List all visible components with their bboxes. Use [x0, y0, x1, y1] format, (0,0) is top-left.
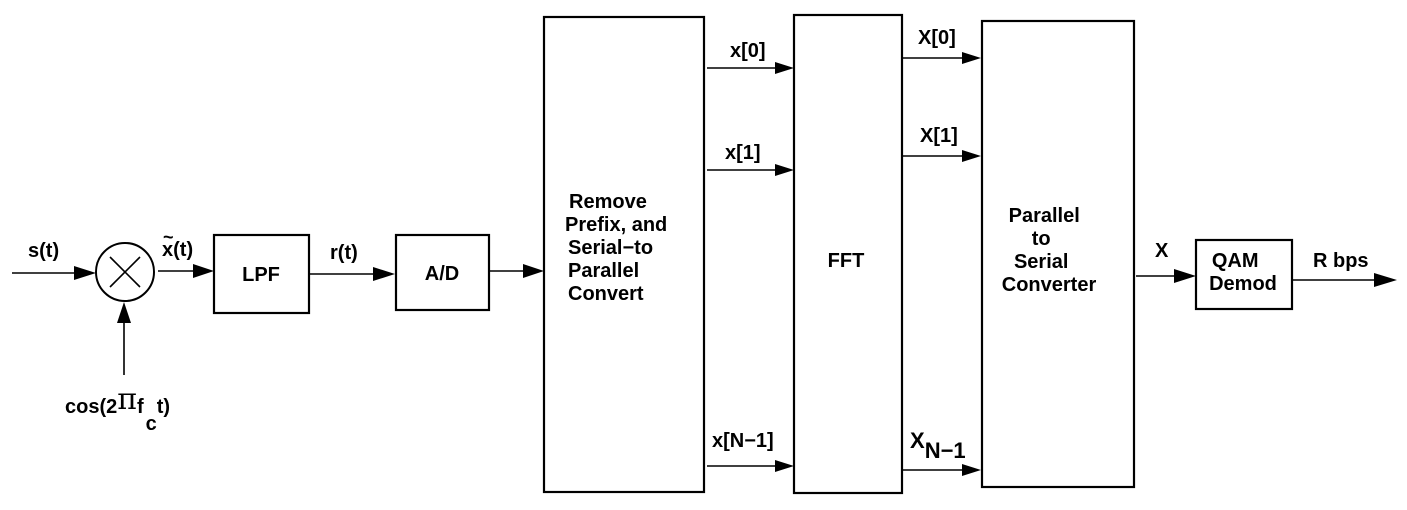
label-x0: x[0]	[730, 40, 766, 62]
qam-demod-block: QAM Demod	[1194, 238, 1294, 311]
x0-arrow	[707, 62, 794, 74]
lpf-label: LPF	[242, 264, 280, 286]
XN1-arrow	[902, 464, 981, 476]
output-arrow	[1292, 273, 1397, 287]
lpf-to-adc-arrow	[310, 267, 395, 281]
tilde-accent: ~	[163, 227, 174, 247]
carrier-suffix: t)	[157, 396, 170, 418]
adc-block: A/D	[394, 233, 491, 312]
fft-block: FFT	[792, 13, 904, 495]
qam-label: QAM Demod	[1209, 250, 1277, 295]
X1-arrow	[902, 150, 981, 162]
lpf-block: LPF	[212, 233, 311, 315]
fft-label: FFT	[828, 250, 865, 272]
ps-to-qam-arrow	[1136, 269, 1196, 283]
adc-to-sp-arrow	[490, 264, 544, 278]
xN1-arrow	[707, 460, 794, 472]
label-r-bps: R bps	[1313, 250, 1369, 272]
label-carrier: cos(2πfct)	[65, 382, 170, 435]
mixer-block	[95, 242, 155, 302]
label-r-t: r(t)	[330, 242, 358, 264]
x1-arrow	[707, 164, 794, 176]
carrier-pi: π	[117, 382, 137, 417]
mixer-to-lpf-arrow	[158, 264, 214, 278]
label-X1: X[1]	[920, 125, 958, 147]
multiplier-x-icon	[109, 256, 141, 288]
label-X0: X[0]	[918, 27, 956, 49]
input-signal-arrow	[12, 266, 96, 280]
carrier-sub: c	[146, 413, 157, 435]
ps-label: Parallel to Serial Converter	[1002, 205, 1097, 296]
label-xN1: x[N−1]	[712, 430, 774, 452]
carrier-arrow	[117, 302, 131, 375]
label-serial-X: X	[1155, 240, 1169, 262]
adc-label: A/D	[425, 263, 459, 285]
label-x1: x[1]	[725, 142, 761, 164]
parallel-to-serial-block: Parallel to Serial Converter	[980, 19, 1136, 489]
label-s-t: s(t)	[28, 240, 59, 262]
X0-arrow	[902, 52, 981, 64]
carrier-prefix: cos(2	[65, 396, 117, 418]
serial-to-parallel-block: Remove Prefix, and Serial−to Parallel Co…	[542, 15, 706, 494]
label-XN1: XN−1	[910, 428, 966, 463]
label-x-tilde-t: x(t)	[162, 239, 193, 261]
sp-label: Remove Prefix, and Serial−to Parallel Co…	[565, 191, 673, 305]
carrier-f: f	[137, 396, 144, 418]
